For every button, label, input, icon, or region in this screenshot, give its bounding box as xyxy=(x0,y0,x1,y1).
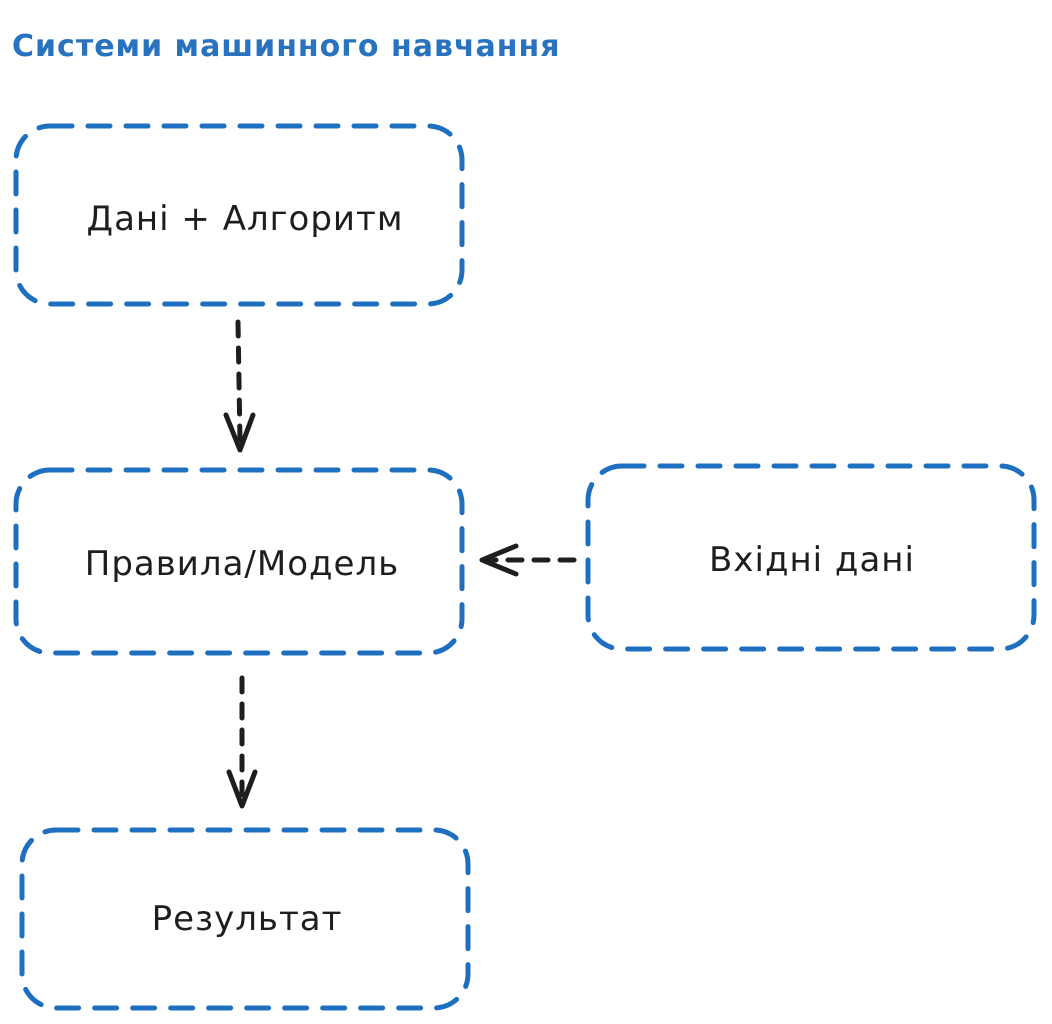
arrowhead-left-icon xyxy=(479,543,519,577)
node-box xyxy=(13,467,465,656)
arrowhead-down-icon xyxy=(226,769,258,809)
arrowhead-down-icon xyxy=(223,412,256,453)
diagram-title: Системи машинного навчання xyxy=(12,29,561,64)
node-rules-model: Правила/Модель xyxy=(13,467,465,656)
node-input-data: Вхідні дані xyxy=(585,463,1037,652)
node-box xyxy=(13,123,465,307)
node-box xyxy=(19,827,471,1011)
node-label: Результат xyxy=(152,899,343,939)
node-label: Правила/Модель xyxy=(85,544,399,584)
edge-line xyxy=(235,319,243,443)
node-label: Дані + Алгоритм xyxy=(87,199,404,239)
edge-input-data-to-rules-model xyxy=(479,543,577,577)
edge-data-algorithm-to-rules-model xyxy=(223,319,256,453)
edge-rules-model-to-result xyxy=(226,675,258,809)
node-label: Вхідні дані xyxy=(709,540,915,580)
node-box xyxy=(585,463,1037,652)
node-data-algorithm: Дані + Алгоритм xyxy=(13,123,465,307)
node-result: Результат xyxy=(19,827,471,1011)
